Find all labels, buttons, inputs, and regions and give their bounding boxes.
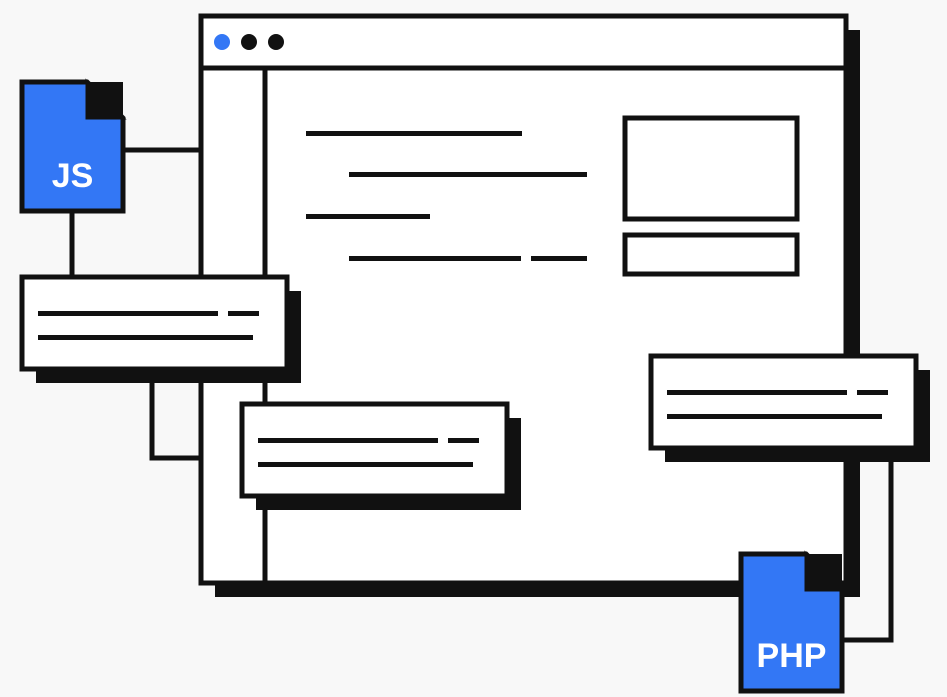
card-right-card-line-long-2 — [667, 414, 882, 419]
card-right[interactable] — [648, 353, 930, 462]
card-left-frame[interactable] — [19, 274, 290, 372]
card-right-card-line-dash-1 — [857, 390, 888, 395]
php-file-badge-fold — [804, 550, 846, 592]
card-left-card-line-dash-1 — [228, 311, 259, 316]
connector-card-right-to-php — [842, 452, 894, 643]
card-left[interactable] — [19, 274, 301, 383]
traffic-light-dot-black-1[interactable] — [241, 34, 257, 50]
card-right-card-line-long-1 — [667, 390, 847, 395]
content-line-2 — [349, 172, 587, 177]
content-box-large[interactable] — [622, 115, 800, 222]
content-line-5 — [531, 256, 587, 261]
js-file-badge-label: JS — [52, 157, 94, 195]
card-middle-card-line-long-2 — [258, 462, 473, 467]
php-file-badge-label: PHP — [757, 637, 827, 675]
browser-content — [306, 115, 800, 277]
card-middle-frame[interactable] — [239, 401, 510, 499]
card-left-card-line-long-1 — [38, 311, 218, 316]
card-middle-card-line-dash-1 — [448, 438, 479, 443]
content-line-1 — [306, 131, 522, 136]
card-middle[interactable] — [239, 401, 521, 510]
content-box-small[interactable] — [622, 232, 800, 277]
js-file-badge[interactable]: JS — [19, 78, 127, 214]
traffic-light-dot-black-2[interactable] — [268, 34, 284, 50]
content-line-3 — [306, 214, 430, 219]
card-middle-card-line-long-1 — [258, 438, 438, 443]
js-file-badge-fold — [85, 78, 127, 120]
content-line-4 — [349, 256, 521, 261]
traffic-light-dot-blue[interactable] — [214, 34, 230, 50]
card-right-frame[interactable] — [648, 353, 919, 451]
php-file-badge[interactable]: PHP — [738, 550, 846, 694]
card-left-card-line-long-2 — [38, 335, 253, 340]
